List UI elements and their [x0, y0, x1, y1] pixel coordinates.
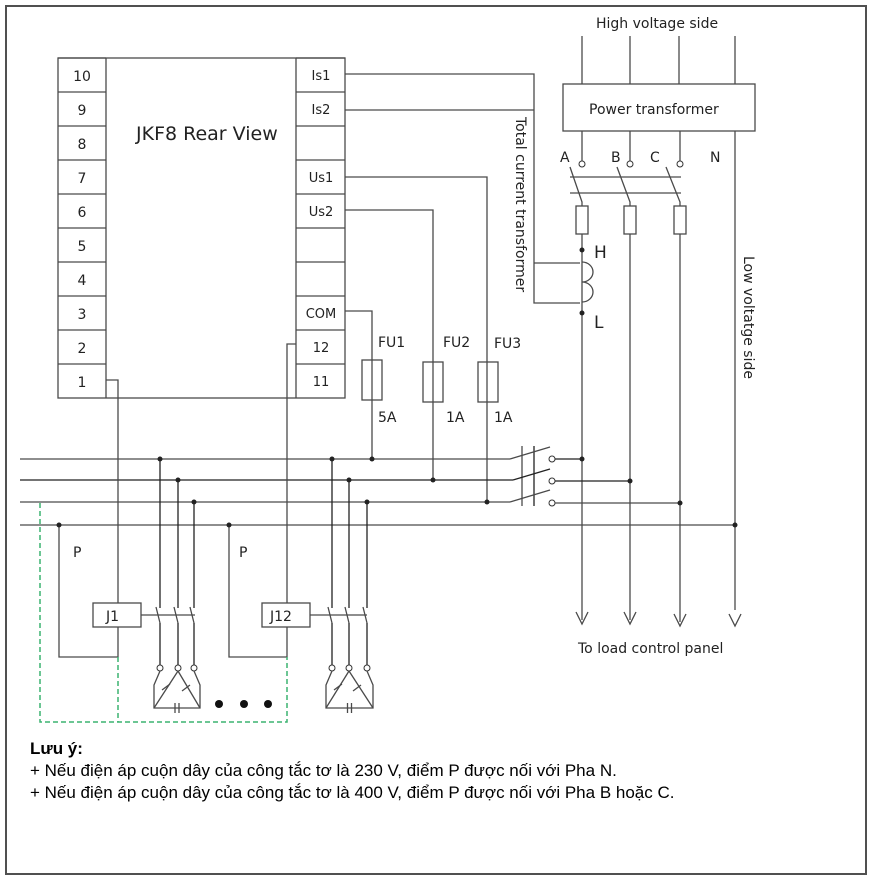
right-terminal-Is1: Is1: [312, 69, 331, 84]
phase-c-label: C: [650, 150, 660, 166]
current-signal-wires: [345, 73, 580, 304]
contactor-j1: [92, 602, 142, 628]
p-label-1: P: [73, 545, 81, 561]
fuse-fu2: FU2 1A: [422, 335, 470, 426]
ellipsis-dots: [215, 700, 272, 708]
contactor-j12: [261, 602, 311, 628]
right-terminal-Us2: Us2: [309, 205, 334, 220]
left-terminal-8: 8: [78, 137, 87, 153]
bus-disconnect-switch: [509, 446, 683, 507]
controller-title: JKF8 Rear View: [135, 123, 278, 145]
right-terminal-11: 11: [313, 375, 330, 390]
contactor-j1-label: J1: [105, 609, 119, 625]
p-connection-dashed: [39, 503, 288, 723]
load-panel-label: To load control panel: [577, 641, 723, 657]
fuse-fu3-rating: 1A: [494, 410, 513, 426]
power-transformer-label: Power transformer: [589, 102, 719, 118]
current-transformer: H L Total current transformer: [512, 116, 607, 333]
fuse-fu1-rating: 5A: [378, 410, 397, 426]
fuse-fu2-rating: 1A: [446, 410, 465, 426]
note-line-1: + Nếu điện áp cuộn dây của công tắc tơ l…: [30, 761, 617, 780]
right-terminal-COM: COM: [306, 307, 337, 322]
left-terminal-2: 2: [78, 341, 87, 357]
left-terminal-block: 10 9 8 7 6 5 4 3 2 1: [58, 57, 106, 391]
right-terminal-Us1: Us1: [309, 171, 334, 186]
high-voltage-label: High voltage side: [596, 16, 718, 32]
phase-n-label: N: [710, 150, 720, 166]
fuse-fu2-label: FU2: [443, 335, 470, 351]
notes-section: Lưu ý: + Nếu điện áp cuộn dây của công t…: [30, 738, 850, 804]
contactor-j1-group: P J1: [56, 379, 201, 713]
notes-title: Lưu ý:: [30, 739, 83, 758]
left-terminal-1: 1: [78, 375, 87, 391]
busbars: [20, 458, 738, 528]
contactor-j12-label: J12: [269, 609, 292, 625]
phase-b-label: B: [611, 150, 621, 166]
contactor-j12-group: P J12: [226, 343, 374, 713]
ct-terminal-l: L: [594, 313, 604, 333]
fuse-fu1-label: FU1: [378, 335, 405, 351]
note-line-2: + Nếu điện áp cuộn dây của công tắc tơ l…: [30, 783, 675, 802]
fuse-fu3-label: FU3: [494, 336, 521, 352]
load-phase-lines: [575, 234, 742, 628]
left-terminal-5: 5: [78, 239, 87, 255]
right-terminal-Is2: Is2: [312, 103, 331, 118]
ct-label: Total current transformer: [512, 116, 528, 292]
fuse-fu1: FU1 5A: [361, 335, 405, 426]
left-terminal-7: 7: [78, 171, 87, 187]
power-transformer: Power transformer: [562, 83, 756, 132]
phase-a-label: A: [560, 150, 570, 166]
left-terminal-9: 9: [78, 103, 87, 119]
transformer-outputs: A B C N: [560, 131, 736, 610]
left-terminal-4: 4: [78, 273, 87, 289]
ct-terminal-h: H: [594, 243, 607, 263]
high-voltage-lines: [581, 36, 736, 84]
left-terminal-6: 6: [78, 205, 87, 221]
left-terminal-3: 3: [78, 307, 87, 323]
fuse-fu3: FU3 1A: [477, 336, 521, 426]
left-terminal-10: 10: [73, 69, 91, 85]
right-terminal-12: 12: [313, 341, 330, 356]
low-voltage-label: Low voltatge side: [740, 256, 756, 379]
main-breaker: [569, 166, 687, 235]
p-label-2: P: [239, 545, 247, 561]
